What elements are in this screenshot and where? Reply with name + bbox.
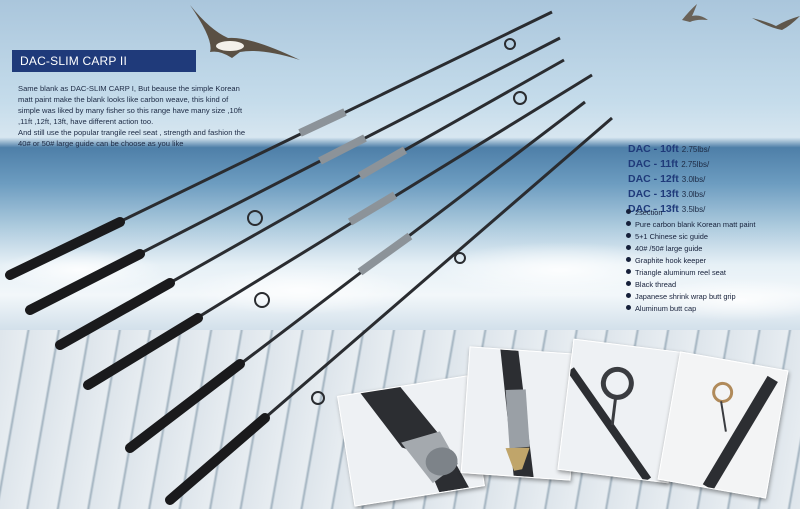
model-name: DAC - 12ft	[628, 173, 679, 185]
feature-text: Japanese shrink wrap butt grip	[635, 292, 736, 301]
bullet-icon	[626, 293, 631, 298]
model-rating: 3.5lbs/	[681, 205, 706, 214]
feature-item: Japanese shrink wrap butt grip	[626, 291, 755, 303]
feature-item: 2section	[626, 207, 755, 219]
model-name: DAC - 13ft	[628, 203, 679, 215]
fishing-rod	[83, 73, 593, 390]
description-paragraph: Same blank as DAC-SLIM CARP I, But beaus…	[18, 84, 243, 126]
feature-item: Triangle aluminum reel seat	[626, 267, 755, 279]
feature-item: Pure carbon blank Korean matt paint	[626, 219, 755, 231]
feature-text: 2section	[635, 208, 663, 217]
feature-text: Pure carbon blank Korean matt paint	[635, 220, 756, 229]
fishing-rod	[165, 116, 613, 505]
model-name: DAC - 13ft	[628, 188, 679, 200]
bullet-icon	[626, 221, 631, 226]
seagull-icon	[190, 5, 300, 60]
feature-text: Aluminum butt cap	[635, 304, 697, 313]
page-title: DAC-SLIM CARP II	[12, 50, 196, 72]
bullet-icon	[626, 209, 631, 214]
guide-ring-photo	[557, 338, 685, 484]
feature-item: Aluminum butt cap	[626, 303, 755, 315]
bullet-icon	[626, 281, 631, 286]
fishing-rod	[5, 10, 553, 280]
feature-text: Black thread	[635, 280, 677, 289]
bullet-icon	[626, 245, 631, 250]
model-rating: 3.0lbs/	[681, 175, 706, 184]
feature-item: 40# /50# large guide	[626, 243, 755, 255]
feature-text: 5+1 Chinese sic guide	[635, 232, 708, 241]
bullet-icon	[626, 305, 631, 310]
seagull-icon	[752, 16, 800, 30]
seagull-icon	[682, 4, 708, 22]
fishing-rod	[55, 58, 565, 350]
feature-item: 5+1 Chinese sic guide	[626, 231, 755, 243]
feature-text: 40# /50# large guide	[635, 244, 703, 253]
description-paragraph: And still use the popular trangile reel …	[18, 128, 246, 148]
feature-text: Triangle aluminum reel seat	[635, 268, 726, 277]
reel-seat-photo	[337, 375, 485, 507]
product-description: Same blank as DAC-SLIM CARP I, But beaus…	[18, 83, 248, 149]
feature-item: Graphite hook keeper	[626, 255, 755, 267]
fishing-rod	[125, 100, 586, 453]
bullet-icon	[626, 233, 631, 238]
model-name: DAC - 11ft	[628, 158, 679, 170]
feature-item: Black thread	[626, 279, 755, 291]
guide-ring-photo	[657, 351, 789, 499]
bullet-icon	[626, 269, 631, 274]
model-rating: 3.0lbs/	[681, 190, 706, 199]
feature-list: 2section Pure carbon blank Korean matt p…	[626, 207, 755, 315]
model-rating: 2.75lbs/	[681, 145, 710, 154]
model-rating: 2.75lbs/	[681, 160, 710, 169]
reel-seat-photo	[460, 346, 580, 481]
fishing-rod	[25, 36, 561, 315]
sea-waves	[0, 210, 800, 340]
bullet-icon	[626, 257, 631, 262]
feature-text: Graphite hook keeper	[635, 256, 707, 265]
model-name: DAC - 10ft	[628, 143, 679, 155]
